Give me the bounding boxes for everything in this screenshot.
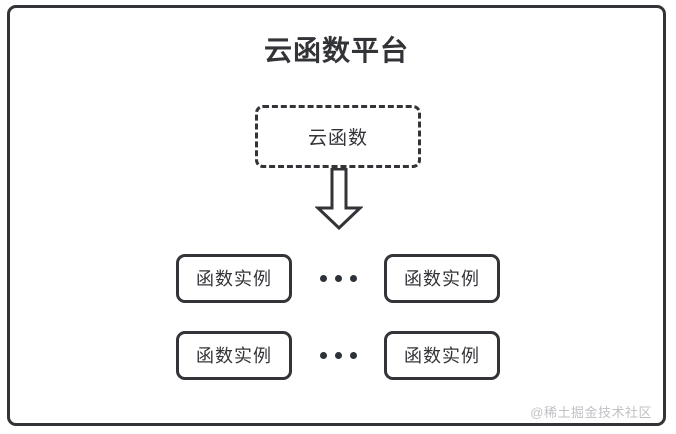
- ellipsis-icon: [292, 274, 384, 282]
- function-instance-box: 函数实例: [176, 253, 292, 303]
- cloud-function-label: 云函数: [307, 128, 368, 149]
- watermark-text: @稀土掘金技术社区: [530, 405, 652, 420]
- ellipsis-dot: [349, 351, 357, 359]
- cloud-function-node: 云函数: [255, 105, 421, 168]
- function-instance-box: 函数实例: [384, 253, 500, 303]
- instance-row: 函数实例 函数实例: [0, 253, 676, 303]
- block-arrow-down-icon: [314, 167, 364, 231]
- function-instance-box: 函数实例: [384, 330, 500, 380]
- ellipsis-dot: [319, 351, 327, 359]
- function-instance-box: 函数实例: [176, 330, 292, 380]
- ellipsis-dot: [334, 351, 342, 359]
- instance-row: 函数实例 函数实例: [0, 330, 676, 380]
- ellipsis-dot: [349, 274, 357, 282]
- ellipsis-dot: [319, 274, 327, 282]
- page-title: 云函数平台: [263, 35, 409, 66]
- ellipsis-icon: [292, 351, 384, 359]
- ellipsis-dot: [334, 274, 342, 282]
